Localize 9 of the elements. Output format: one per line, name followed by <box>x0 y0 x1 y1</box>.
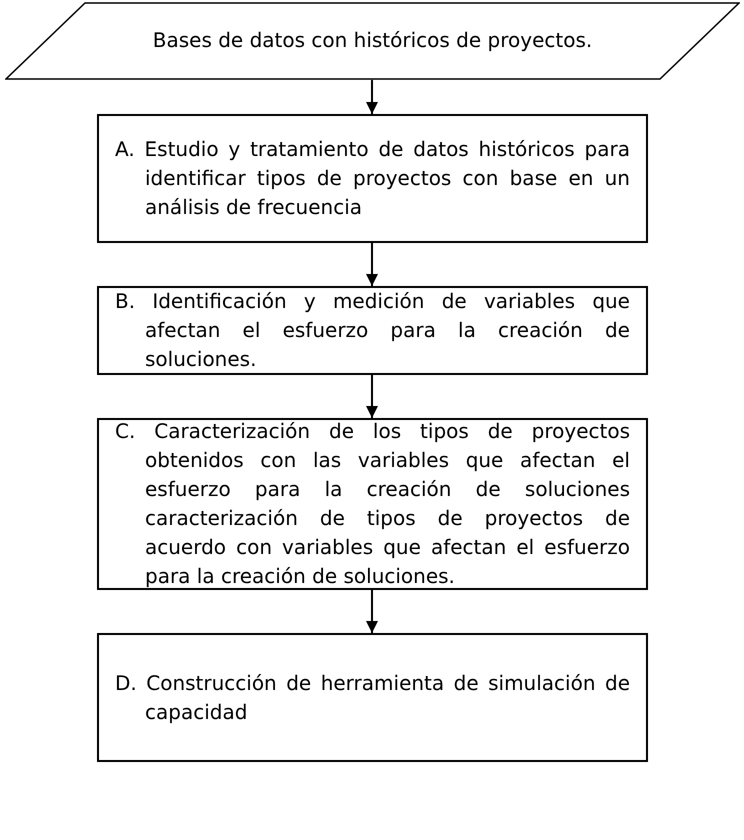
step-text: Bases de datos con históricos de proyectos. <box>152 27 594 54</box>
arrow <box>366 243 378 286</box>
arrow <box>366 590 378 633</box>
arrow <box>366 80 378 114</box>
step-text: A. Estudio y tratamiento de datos históricos para identificar tipos de proyectos con base en un análisis de frecuencia <box>115 136 630 221</box>
step-text: B. Identificación y medición de variables que afectan el esfuerzo para la creación de soluciones. <box>115 288 630 373</box>
step-text: D. Construcción de herramienta de simulación de capacidad <box>115 670 630 726</box>
step-text: C. Caracterización de los tipos de proyectos obtenidos con las variables que afectan el esfuerzo para la creación de soluciones caracterización de tipos de proyectos de acuerdo con variables que afectan el esfuerzo para la creación de soluciones. <box>115 418 630 590</box>
arrow <box>366 375 378 418</box>
